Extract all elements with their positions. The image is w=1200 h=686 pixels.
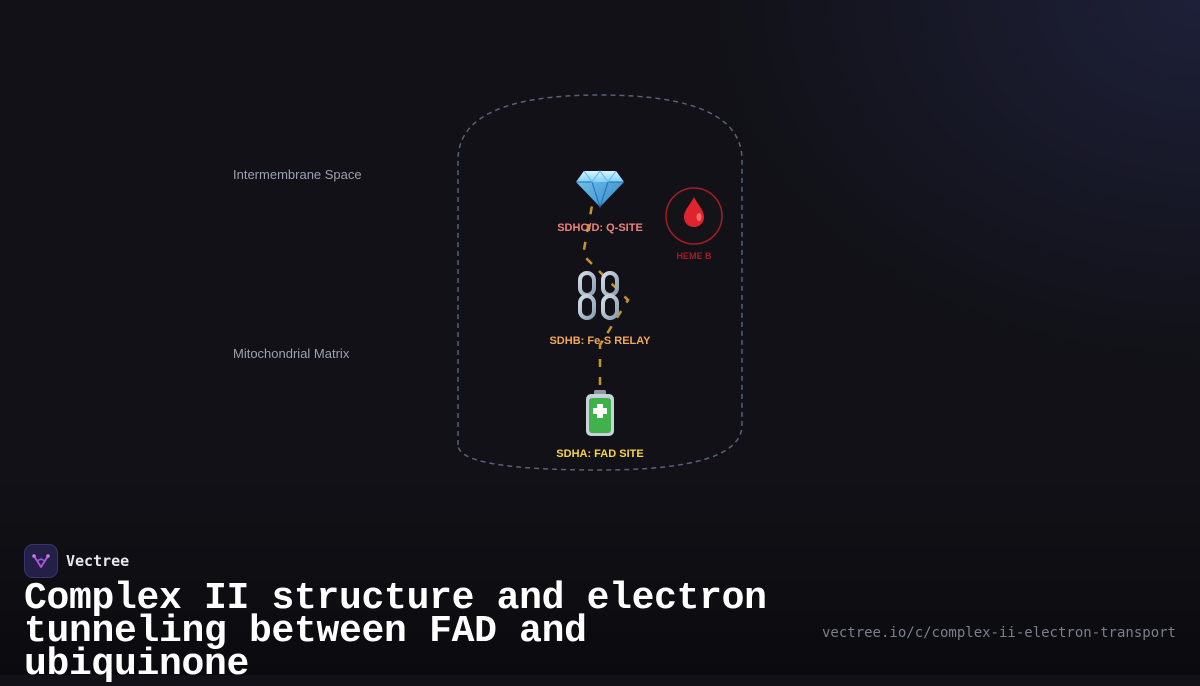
- electron-tunneling-path: [581, 199, 630, 385]
- fes-label: SDHB: Fe-S RELAY: [549, 335, 651, 347]
- brand-name: Vectree: [66, 552, 130, 570]
- chain-link-icon: [578, 271, 619, 320]
- fad-label: SDHA: FAD SITE: [556, 448, 643, 460]
- complex-ii-membrane-outline: [457, 94, 743, 471]
- battery-icon: [586, 390, 614, 436]
- intermembrane-space-label: Intermembrane Space: [233, 167, 362, 182]
- mitochondrial-matrix-label: Mitochondrial Matrix: [233, 346, 350, 361]
- heme-b-label: HEME B: [676, 251, 712, 261]
- page-title: Complex II structure and electron tunnel…: [24, 577, 767, 686]
- qsite-label: SDHC/D: Q-SITE: [557, 222, 643, 234]
- gem-icon: [576, 170, 624, 209]
- source-url[interactable]: vectree.io/c/complex-ii-electron-transpo…: [821, 625, 1176, 641]
- heme-b-node: [665, 187, 723, 245]
- vectree-logo-icon: [24, 544, 58, 578]
- brand: Vectree: [24, 544, 129, 578]
